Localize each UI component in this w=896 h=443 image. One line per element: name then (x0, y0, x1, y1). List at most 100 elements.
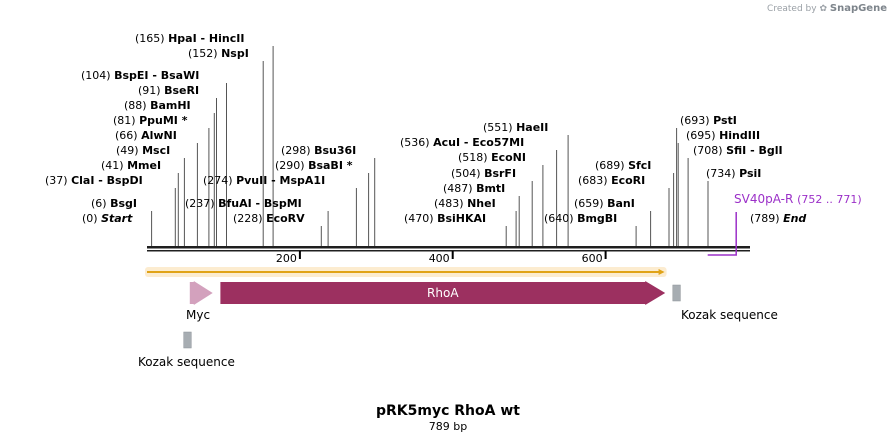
site-label[interactable]: (152) NspI (188, 47, 249, 60)
site-position: (504) (451, 167, 484, 180)
site-position: (274) (203, 174, 236, 187)
site-position: (689) (595, 159, 628, 172)
site-position: (298) (281, 144, 314, 157)
site-label[interactable]: (165) HpaI - HincII (135, 32, 244, 45)
site-position: (37) (45, 174, 71, 187)
site-label[interactable]: (693) PstI (680, 114, 737, 127)
site-position: (470) (404, 212, 437, 225)
site-position: (49) (116, 144, 142, 157)
site-position: (693) (680, 114, 713, 127)
site-label[interactable]: (518) EcoNI (458, 151, 526, 164)
site-label[interactable]: (695) HindIII (686, 129, 760, 142)
ruler-tick-label: 600 (582, 252, 603, 265)
site-enzyme-name: End (783, 212, 806, 225)
site-enzyme-name: EcoNI (491, 151, 526, 164)
site-label[interactable]: (536) AcuI - Eco57MI (400, 136, 524, 149)
site-label[interactable]: (640) BmgBI (544, 212, 617, 225)
site-label[interactable]: (659) BanI (574, 197, 635, 210)
feature-kozak-box[interactable] (672, 284, 681, 302)
site-position: (659) (574, 197, 607, 210)
site-labels-group: (0) Start (6) BsgI (37) ClaI - BspDI (41) M… (45, 32, 806, 225)
site-label[interactable]: (734) PsiI (706, 167, 761, 180)
site-position: (683) (578, 174, 611, 187)
snapgene-credit: Created by ✿ SnapGene (767, 3, 887, 14)
ruler-tick-label: 400 (429, 252, 450, 265)
primer-bracket[interactable] (707, 212, 737, 256)
site-enzyme-name: MmeI (127, 159, 161, 172)
site-label[interactable]: (551) HaeII (483, 121, 548, 134)
feature-myc-arrow[interactable] (189, 281, 213, 305)
site-position: (91) (138, 84, 164, 97)
feature-label: RhoA (427, 286, 459, 300)
feature-kozak-box[interactable] (183, 331, 192, 349)
site-enzyme-name: MscI (142, 144, 170, 157)
site-enzyme-name: BanI (607, 197, 635, 210)
ruler-group: 200 400 600 (276, 251, 607, 265)
site-position: (66) (115, 129, 141, 142)
primer-group[interactable]: SV40pA-R (752 .. 771) (707, 192, 862, 256)
site-label[interactable]: (228) EcoRV (233, 212, 305, 225)
site-enzyme-name: SfiI - BglI (726, 144, 783, 157)
site-enzyme-name: BsgI (110, 197, 137, 210)
site-position: (290) (275, 159, 308, 172)
site-label[interactable]: (49) MscI (116, 144, 170, 157)
site-label[interactable]: (708) SfiI - BglI (693, 144, 783, 157)
site-position: (88) (124, 99, 150, 112)
site-enzyme-name: BmgBI (577, 212, 617, 225)
site-position: (518) (458, 151, 491, 164)
feature-label: Kozak sequence (681, 308, 778, 322)
orf-arrow[interactable] (147, 269, 665, 275)
site-position: (483) (434, 197, 467, 210)
site-enzyme-name: Start (101, 212, 133, 225)
site-position: (640) (544, 212, 577, 225)
site-enzyme-name: EcoRI (611, 174, 645, 187)
site-label[interactable]: (66) AlwNI (115, 129, 177, 142)
site-label[interactable]: (298) Bsu36I (281, 144, 356, 157)
site-label[interactable]: (0) Start (82, 212, 133, 225)
site-enzyme-name: BsaBI * (308, 159, 353, 172)
site-position: (695) (686, 129, 719, 142)
backbone-top-strand (147, 246, 750, 249)
site-position: (536) (400, 136, 433, 149)
site-label[interactable]: (6) BsgI (91, 197, 137, 210)
site-enzyme-name: PsiI (739, 167, 761, 180)
site-enzyme-name: NheI (467, 197, 496, 210)
site-position: (734) (706, 167, 739, 180)
site-label[interactable]: (104) BspEI - BsaWI (81, 69, 199, 82)
site-enzyme-name: BfuAI - BspMI (218, 197, 302, 210)
primer-name: SV40pA-R (734, 192, 797, 206)
site-label[interactable]: (91) BseRI (138, 84, 199, 97)
site-label[interactable]: (41) MmeI (101, 159, 161, 172)
primer-label[interactable]: SV40pA-R (752 .. 771) (734, 192, 862, 206)
orf-group[interactable] (145, 267, 667, 277)
site-label[interactable]: (683) EcoRI (578, 174, 645, 187)
site-enzyme-name: BmtI (476, 182, 505, 195)
site-label[interactable]: (689) SfcI (595, 159, 651, 172)
site-enzyme-name: PvuII - MspA1I (236, 174, 325, 187)
site-label[interactable]: (470) BsiHKAI (404, 212, 486, 225)
site-enzyme-name: BsiHKAI (437, 212, 486, 225)
site-lines-group (151, 46, 709, 246)
ruler-tick-label: 200 (276, 252, 297, 265)
feature-label: Myc (186, 308, 210, 322)
site-position: (81) (113, 114, 139, 127)
site-position: (165) (135, 32, 168, 45)
site-label[interactable]: (81) PpuMI * (113, 114, 188, 127)
site-label[interactable]: (789) End (750, 212, 806, 225)
snapgene-logo-icon: ✿ (819, 4, 827, 14)
site-label[interactable]: (290) BsaBI * (275, 159, 353, 172)
site-enzyme-name: SfcI (628, 159, 651, 172)
site-position: (228) (233, 212, 266, 225)
site-label[interactable]: (237) BfuAI - BspMI (185, 197, 302, 210)
site-label[interactable]: (487) BmtI (443, 182, 505, 195)
feature-rhoa-arrow[interactable] (220, 281, 666, 305)
site-label[interactable]: (274) PvuII - MspA1I (203, 174, 325, 187)
site-label[interactable]: (483) NheI (434, 197, 496, 210)
site-label[interactable]: (504) BsrFI (451, 167, 516, 180)
map-title: pRK5myc RhoA wt (376, 403, 520, 419)
site-label[interactable]: (37) ClaI - BspDI (45, 174, 143, 187)
site-label[interactable]: (88) BamHI (124, 99, 191, 112)
site-enzyme-name: NspI (221, 47, 249, 60)
